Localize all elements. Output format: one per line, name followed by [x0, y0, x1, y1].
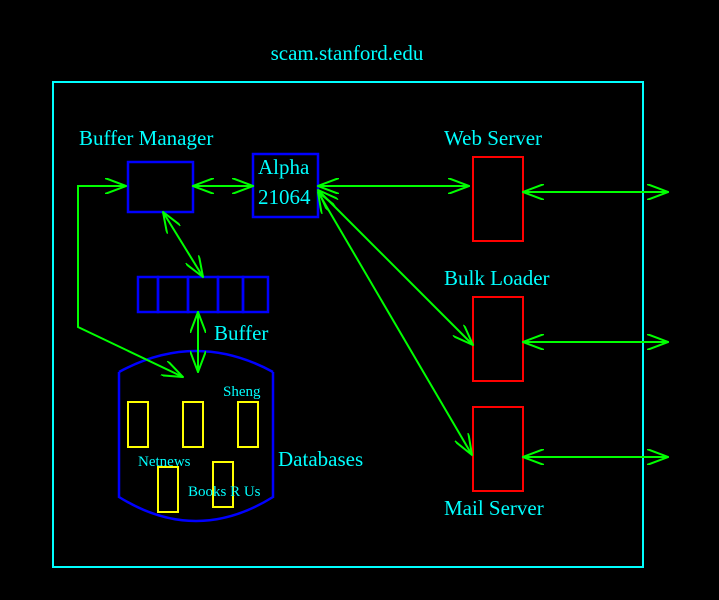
- arrow-alpha-mailserver: [318, 192, 472, 455]
- alpha-label-line1: Alpha: [258, 155, 310, 179]
- arrow-bufmgr-buffer: [163, 212, 203, 277]
- bulk-loader-label: Bulk Loader: [444, 266, 550, 290]
- db-block-books: [212, 461, 234, 508]
- buffer-label: Buffer: [214, 321, 268, 345]
- mail-server-box: [472, 406, 524, 492]
- buffer-cell: [156, 275, 190, 314]
- bulk-loader-box: [472, 296, 524, 382]
- mail-server-label: Mail Server: [444, 496, 544, 520]
- db-books-label: Books R Us: [188, 484, 261, 500]
- host-frame: [52, 81, 644, 568]
- alpha-label-line2: 21064: [258, 185, 311, 209]
- db-netnews-label: Netnews: [138, 454, 191, 470]
- buffer-cell: [216, 275, 245, 314]
- db-sheng-label: Sheng: [223, 384, 261, 400]
- buffer-manager-label: Buffer Manager: [79, 126, 213, 150]
- cylinder-body: [117, 372, 275, 523]
- db-block-2: [182, 401, 204, 448]
- connection-arrows: [77, 186, 668, 457]
- buffer-cell: [186, 275, 220, 314]
- buffer-manager-box: [126, 160, 195, 214]
- buffer-cell: [241, 275, 270, 314]
- buffer-array: [136, 275, 270, 314]
- host-title: scam.stanford.edu: [271, 41, 424, 65]
- web-server-label: Web Server: [444, 126, 542, 150]
- cylinder-top: [118, 349, 274, 374]
- db-block-netnews: [127, 401, 149, 448]
- db-block-sheng: [237, 401, 259, 448]
- buffer-cell: [136, 275, 160, 314]
- databases-label: Databases: [278, 447, 363, 471]
- web-server-box: [472, 156, 524, 242]
- db-block-4: [157, 466, 179, 513]
- arrow-db-bufmgr: [77, 186, 183, 377]
